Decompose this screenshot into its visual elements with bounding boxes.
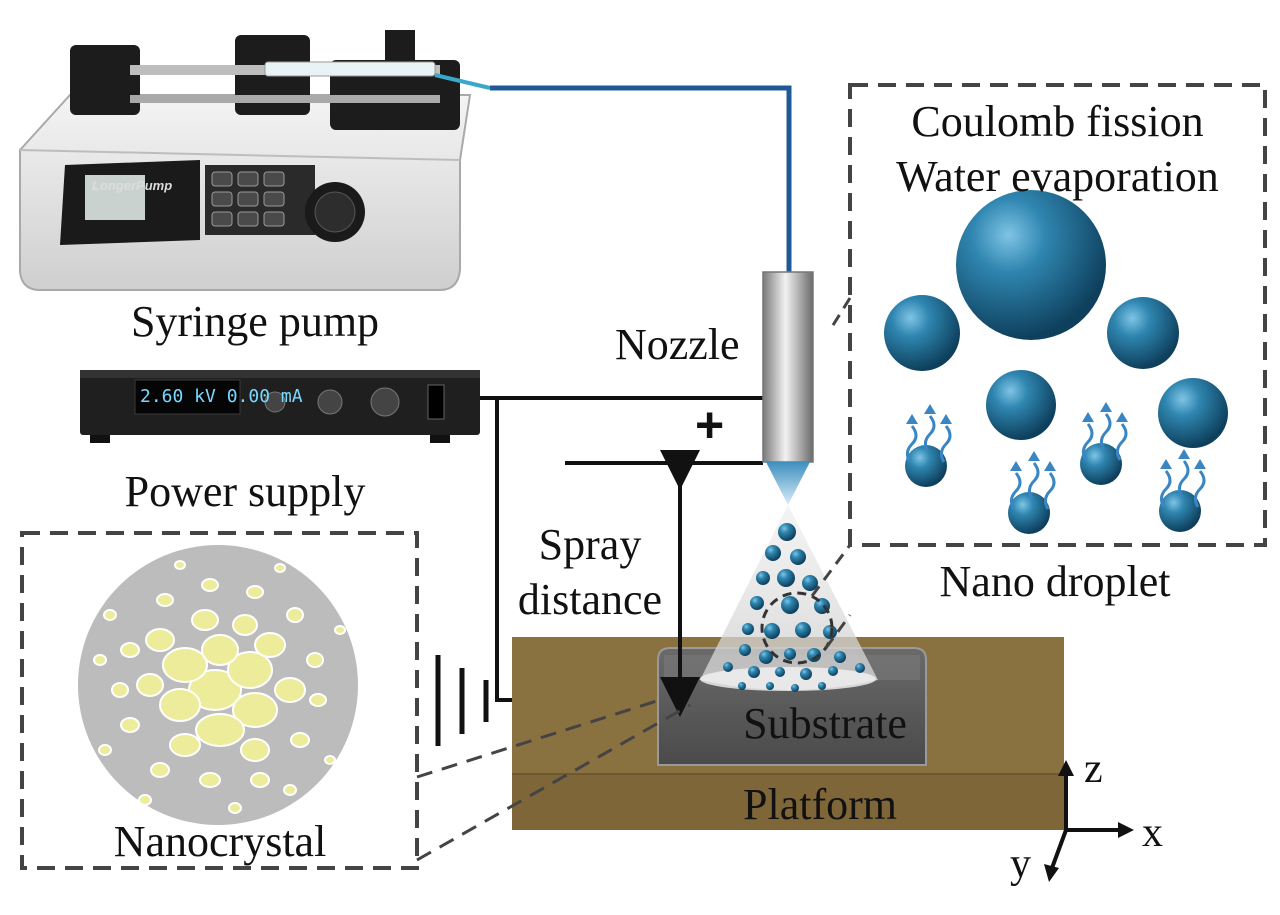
fission-droplets bbox=[884, 190, 1228, 534]
nanocrystal-grains bbox=[93, 560, 346, 814]
power-supply bbox=[80, 370, 480, 443]
label-axis-x: x bbox=[1142, 810, 1163, 856]
label-nozzle: Nozzle bbox=[615, 320, 740, 369]
label-substrate: Substrate bbox=[743, 699, 907, 748]
label-platform: Platform bbox=[743, 780, 897, 829]
nano-droplet-inset-frame bbox=[848, 83, 1267, 547]
taylor-cone bbox=[766, 462, 810, 505]
label-axis-y: y bbox=[1010, 841, 1031, 887]
label-spray: Spray bbox=[538, 520, 642, 569]
label-axis-z: z bbox=[1084, 746, 1103, 792]
syringe-pump bbox=[19, 30, 491, 291]
zoom-circle bbox=[760, 591, 834, 665]
label-positive-polarity: + bbox=[695, 397, 725, 453]
label-nano-droplet: Nano droplet bbox=[939, 557, 1171, 606]
nanocrystal-inset-frame bbox=[20, 531, 419, 870]
label-syringe-pump: Syringe pump bbox=[130, 297, 380, 346]
power-display-readout: 2.60 kV 0.00 mA bbox=[140, 386, 303, 407]
coordinate-axes bbox=[1044, 760, 1134, 882]
pump-brand-label: LongerPump bbox=[92, 178, 173, 193]
evaporation-arrowheads bbox=[906, 402, 1206, 471]
platform bbox=[512, 774, 1064, 830]
label-nanocrystal: Nanocrystal bbox=[113, 817, 327, 866]
ground-symbol bbox=[435, 655, 489, 746]
nozzle bbox=[762, 271, 814, 463]
label-water-evaporation: Water evaporation bbox=[896, 152, 1219, 201]
label-distance: distance bbox=[517, 575, 663, 624]
label-power-supply: Power supply bbox=[124, 467, 366, 516]
feed-tube bbox=[490, 85, 792, 275]
spray-droplets bbox=[723, 523, 865, 692]
label-coulomb-fission: Coulomb fission bbox=[911, 97, 1204, 146]
evaporation-arrows bbox=[905, 413, 1206, 510]
